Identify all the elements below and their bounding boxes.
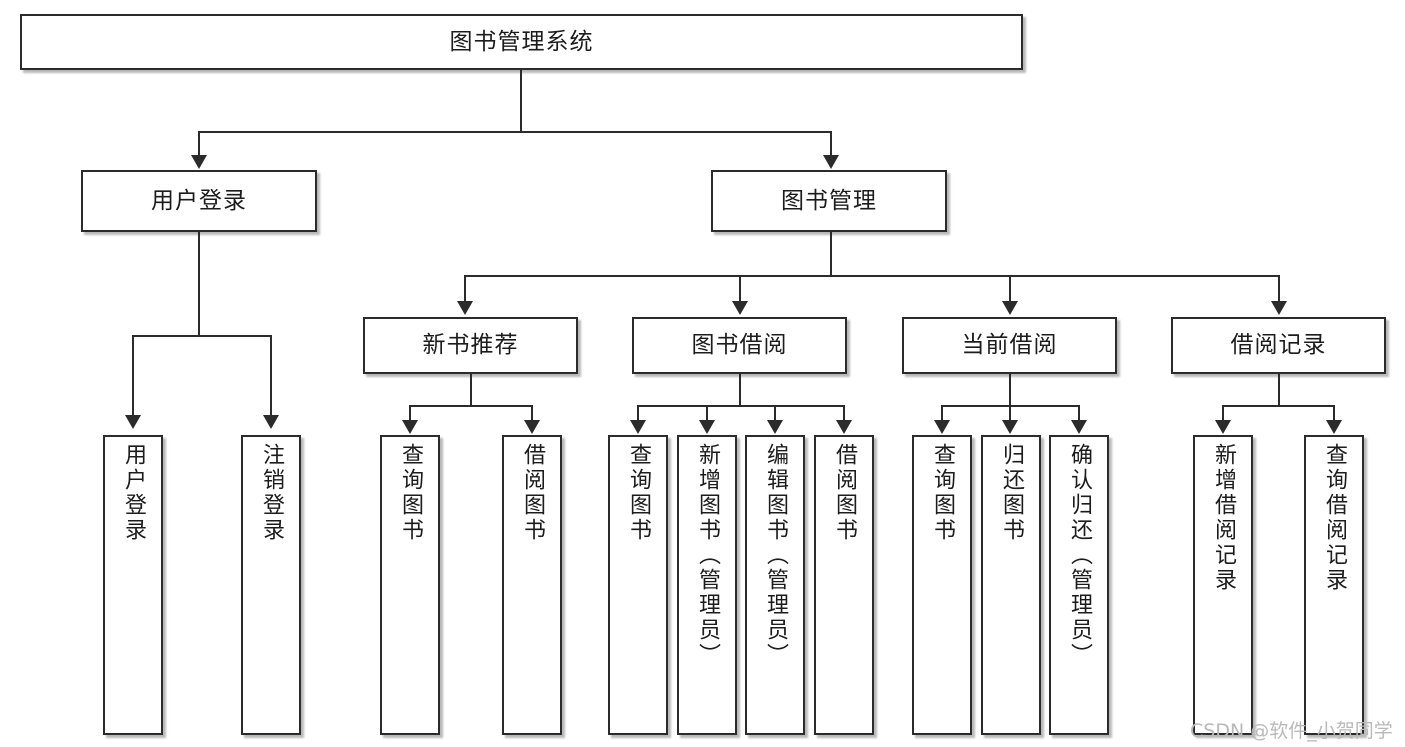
- connector-book-mgmt-b4: [1278, 275, 1280, 303]
- arrowhead-book-mgmt-b3: [1002, 301, 1018, 315]
- node-label: 查询图书: [626, 443, 651, 543]
- node-label: 借阅记录: [1230, 332, 1327, 359]
- node-label: 用户登录: [151, 187, 247, 214]
- connector-new-book-l2: [531, 405, 533, 422]
- node-label: 查询图书: [398, 443, 423, 543]
- connector-user-login-bar: [132, 335, 271, 337]
- connector-borrow-record-bar: [1222, 405, 1335, 407]
- arrowhead-current-borrow-l2: [1002, 420, 1018, 434]
- connector-borrow-record-stem: [1278, 374, 1280, 406]
- leaf-borrow-record-add[interactable]: 新增借阅记录: [1193, 435, 1253, 735]
- leaf-current-borrow-confirm[interactable]: 确认归还（管理员）: [1049, 435, 1109, 735]
- node-label: 新书推荐: [422, 332, 519, 359]
- connector-borrow-record-l2: [1333, 405, 1335, 422]
- leaf-current-borrow-return[interactable]: 归还图书: [981, 435, 1041, 735]
- node-borrow-record[interactable]: 借阅记录: [1171, 317, 1386, 374]
- node-root-system[interactable]: 图书管理系统: [20, 14, 1023, 70]
- watermark: CSDN @软件_小贺同学: [1190, 720, 1393, 742]
- connector-root-to-user-login: [198, 131, 200, 157]
- leaf-book-borrow-query[interactable]: 查询图书: [608, 435, 668, 735]
- node-label: 图书管理: [781, 187, 877, 214]
- connector-book-mgmt-stem: [830, 232, 832, 276]
- arrowhead-book-mgmt-b2: [732, 301, 748, 315]
- connector-book-borrow-l2: [706, 405, 708, 422]
- node-book-borrow[interactable]: 图书借阅: [632, 317, 847, 374]
- connector-new-book-l1: [409, 405, 411, 422]
- connector-current-borrow-l2: [1009, 405, 1011, 422]
- arrowhead-root-to-user-login: [191, 155, 207, 169]
- node-current-borrow[interactable]: 当前借阅: [902, 317, 1117, 374]
- leaf-new-book-borrow[interactable]: 借阅图书: [502, 435, 562, 735]
- leaf-book-borrow-add[interactable]: 新增图书（管理员）: [677, 435, 737, 735]
- node-label: 图书管理系统: [449, 28, 594, 55]
- connector-book-mgmt-b2: [739, 275, 741, 303]
- arrowhead-book-borrow-l4: [836, 420, 852, 434]
- node-label: 确认归还（管理员）: [1067, 443, 1092, 668]
- leaf-logout[interactable]: 注销登录: [241, 435, 301, 735]
- node-label: 借阅图书: [520, 443, 545, 543]
- leaf-new-book-query[interactable]: 查询图书: [380, 435, 440, 735]
- leaf-book-borrow-borrow[interactable]: 借阅图书: [814, 435, 874, 735]
- arrowhead-new-book-l1: [402, 420, 418, 434]
- arrowhead-book-mgmt-b1: [457, 301, 473, 315]
- connector-new-book-bar: [409, 405, 533, 407]
- connector-root-stem: [520, 70, 522, 132]
- node-label: 查询借阅记录: [1322, 443, 1347, 593]
- node-label: 借阅图书: [832, 443, 857, 543]
- leaf-book-borrow-edit[interactable]: 编辑图书（管理员）: [745, 435, 805, 735]
- arrowhead-current-borrow-l3: [1071, 420, 1087, 434]
- arrowhead-new-book-l2: [524, 420, 540, 434]
- arrowhead-book-borrow-l3: [767, 420, 783, 434]
- node-label: 查询图书: [930, 443, 955, 543]
- connector-book-mgmt-b1: [464, 275, 466, 303]
- node-label: 归还图书: [999, 443, 1024, 543]
- connector-new-book-stem: [470, 374, 472, 406]
- connector-current-borrow-l3: [1078, 405, 1080, 422]
- connector-book-mgmt-bar: [464, 275, 1280, 277]
- node-label: 编辑图书（管理员）: [763, 443, 788, 668]
- connector-book-borrow-l4: [843, 405, 845, 422]
- leaf-borrow-record-query[interactable]: 查询借阅记录: [1304, 435, 1364, 735]
- connector-borrow-record-l1: [1222, 405, 1224, 422]
- connector-book-borrow-bar: [637, 405, 845, 407]
- node-new-book-recommend[interactable]: 新书推荐: [363, 317, 578, 374]
- connector-user-login-stem: [198, 232, 200, 336]
- connector-book-mgmt-b3: [1009, 275, 1011, 303]
- leaf-user-login[interactable]: 用户登录: [103, 435, 163, 735]
- leaf-current-borrow-query[interactable]: 查询图书: [912, 435, 972, 735]
- arrowhead-borrow-record-l1: [1215, 420, 1231, 434]
- node-label: 注销登录: [259, 443, 284, 543]
- connector-user-login-l1: [132, 335, 134, 417]
- arrowhead-book-borrow-l1: [630, 420, 646, 434]
- node-book-management[interactable]: 图书管理: [711, 170, 947, 232]
- connector-current-borrow-l1: [941, 405, 943, 422]
- node-label: 图书借阅: [691, 332, 788, 359]
- arrowhead-root-to-book-mgmt: [823, 155, 839, 169]
- node-label: 新增图书（管理员）: [695, 443, 720, 668]
- connector-user-login-l2: [270, 335, 272, 417]
- arrowhead-current-borrow-l1: [934, 420, 950, 434]
- node-label: 用户登录: [121, 443, 146, 543]
- connector-root-bar: [198, 131, 832, 133]
- node-user-login[interactable]: 用户登录: [81, 170, 317, 232]
- connector-book-borrow-l1: [637, 405, 639, 422]
- arrowhead-book-borrow-l2: [699, 420, 715, 434]
- arrowhead-user-login-l1: [125, 415, 141, 429]
- arrowhead-user-login-l2: [263, 415, 279, 429]
- arrowhead-book-mgmt-b4: [1271, 301, 1287, 315]
- connector-book-borrow-l3: [774, 405, 776, 422]
- node-label: 当前借阅: [961, 332, 1058, 359]
- connector-root-to-book-mgmt: [830, 131, 832, 157]
- connector-book-borrow-stem: [739, 374, 741, 406]
- arrowhead-borrow-record-l2: [1326, 420, 1342, 434]
- node-label: 新增借阅记录: [1211, 443, 1236, 593]
- connector-current-borrow-stem: [1009, 374, 1011, 406]
